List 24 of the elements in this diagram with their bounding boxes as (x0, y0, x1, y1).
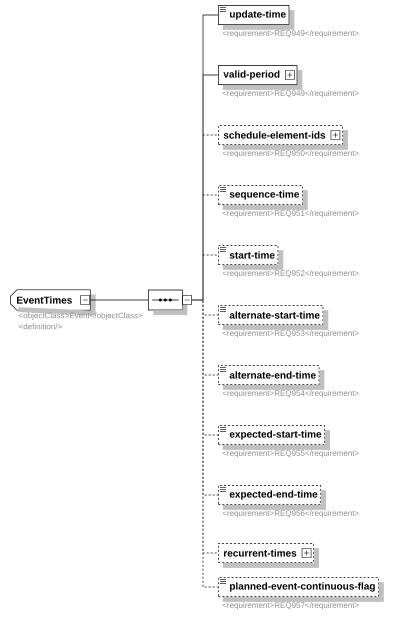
element-box: expected-end-time (218, 485, 326, 510)
element-box: update-time (218, 5, 294, 30)
element-box: start-time (218, 245, 284, 270)
annotation-text: <requirement>REQ956</requirement> (222, 510, 359, 518)
annotation-text: <definition/> (18, 323, 62, 330)
element-box: schedule-element-ids (218, 125, 348, 150)
annotation-text: <requirement>REQ949</requirement> (222, 30, 359, 38)
annotation-text: <objectClass>Event</objectClass> (18, 312, 142, 320)
annotation-text: <requirement>REQ954</requirement> (222, 390, 359, 398)
element-box: alternate-end-time (218, 365, 324, 390)
connector (191, 74, 218, 300)
annotation-text: <requirement>REQ952</requirement> (222, 270, 359, 278)
annotation-text: <requirement>REQ953</requirement> (222, 330, 359, 338)
element-box: valid-period (218, 65, 302, 90)
element-box: expected-start-time (218, 425, 330, 450)
annotation-text: <requirement>REQ950</requirement> (222, 150, 359, 158)
annotation-text: <requirement>REQ955</requirement> (222, 450, 359, 458)
element-box: alternate-start-time (218, 305, 328, 330)
annotation-text: <requirement>REQ951</requirement> (222, 210, 359, 218)
element-box: recurrent-times (218, 543, 320, 568)
element-box: planned-event-continuous-flag (218, 577, 384, 602)
annotation-text: <requirement>REQ957</requirement> (222, 602, 359, 610)
element-box: sequence-time (218, 185, 308, 210)
annotation-text: <requirement>REQ949</requirement> (222, 90, 359, 98)
